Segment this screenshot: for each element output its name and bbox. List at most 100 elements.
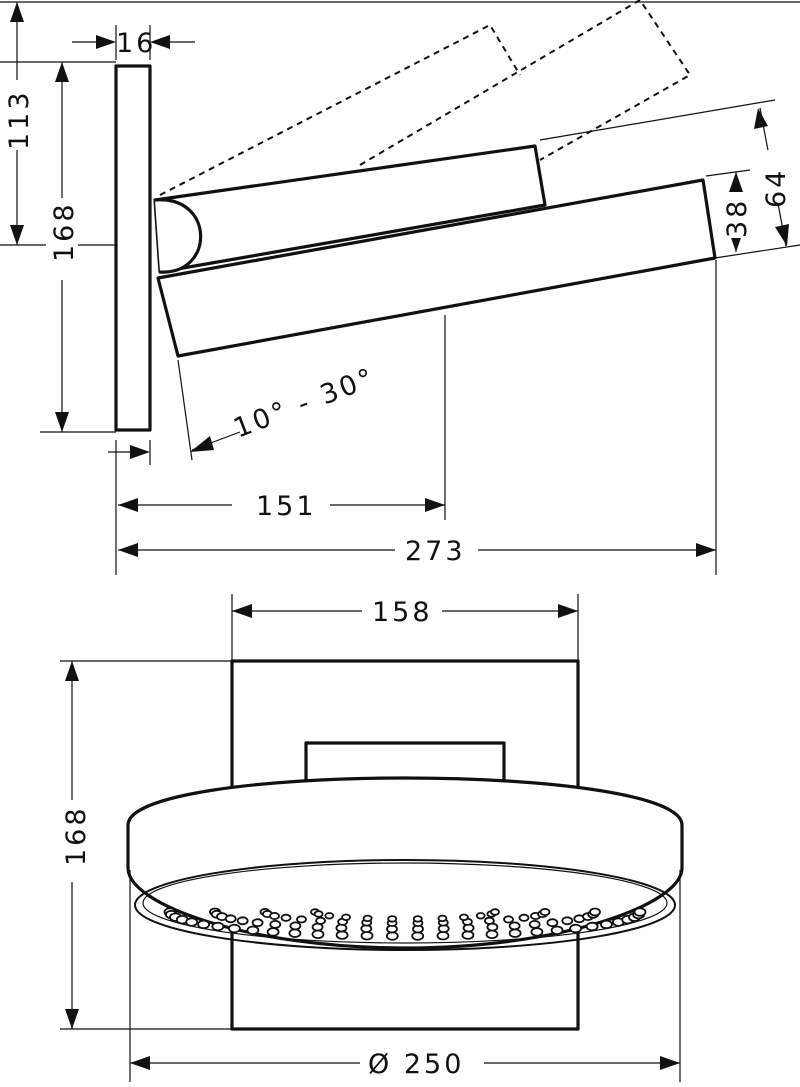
nozzle (508, 928, 522, 938)
nozzle (508, 921, 521, 931)
dim-273-label: 273 (405, 536, 466, 567)
dim-250-arrow-left (130, 1056, 150, 1070)
nozzle (550, 925, 564, 935)
angle-arrow (190, 436, 214, 452)
nozzle (288, 928, 302, 938)
dim-273-arrow-right (696, 543, 716, 557)
ext-line-head-bottom (714, 244, 800, 259)
nozzle (315, 916, 327, 925)
nozzle (311, 929, 325, 939)
dim-168-front-arrow-top (65, 661, 79, 681)
nozzle (539, 908, 551, 917)
nozzle (387, 915, 398, 923)
dim-168-front-arrow-bottom (65, 1009, 79, 1029)
dim-168-front-label: 168 (61, 805, 92, 866)
nozzle (211, 921, 225, 932)
dim-64-arrow-top (754, 108, 768, 129)
nozzle (600, 919, 613, 930)
nozzle (503, 915, 514, 924)
spray-face-inner (142, 862, 668, 944)
dim-16-label: 16 (116, 28, 156, 59)
nozzle (251, 918, 264, 928)
dim-151-arrow-left (118, 498, 138, 512)
spray-face-outer (134, 859, 676, 951)
dim-168-side-gap (46, 198, 78, 280)
dim-168-front-gap (56, 800, 88, 882)
dim-38-gap (724, 192, 748, 238)
nozzle (197, 919, 211, 930)
nozzle (360, 931, 374, 941)
nozzle (518, 913, 530, 922)
nozzle (412, 915, 423, 923)
dim-151-label: 151 (256, 491, 317, 522)
nozzle (280, 913, 292, 922)
nozzle (296, 915, 307, 924)
dim-113-label: 113 (4, 89, 35, 150)
nozzle (362, 914, 373, 923)
nozzle (289, 921, 302, 931)
nozzle (528, 920, 541, 929)
nozzle (530, 927, 544, 937)
dim-16b-arrow (130, 445, 150, 459)
dim-273-arrow-left (118, 543, 138, 557)
dim-64-gap (762, 150, 788, 206)
dim-16-arrow-right (150, 35, 170, 49)
dim-158-label: 158 (372, 597, 433, 628)
dim-113-gap (2, 80, 32, 150)
dim-64-arrow-bottom (775, 224, 789, 246)
dim-168-side-label: 168 (49, 201, 80, 262)
dim-168-side-arrow-bottom (55, 412, 69, 432)
dim-38-label: 38 (722, 198, 753, 238)
nozzle (485, 929, 499, 939)
nozzle (341, 913, 352, 921)
ext-line-head-top (539, 99, 776, 141)
nozzle (246, 925, 260, 935)
dim-151-arrow-right (425, 498, 445, 512)
dim-250-arrow-right (660, 1056, 680, 1070)
dashed-position-outer (359, 0, 692, 166)
dim-168-side-arrow-top (55, 62, 69, 82)
angle-label: 10° - 30° (229, 362, 380, 445)
dim-250-label: Ø 250 (368, 1049, 464, 1080)
nozzle (569, 923, 582, 934)
nozzle (483, 916, 495, 925)
dim-158-arrow-right (558, 604, 578, 618)
arm-joint (154, 198, 203, 274)
nozzle (589, 907, 601, 917)
nozzle (224, 914, 237, 924)
dim-16-arrow-left (96, 35, 116, 49)
nozzle (475, 912, 486, 920)
ext-line-head-mid (705, 169, 751, 177)
nozzle (266, 927, 280, 937)
nozzle (269, 920, 282, 929)
nozzle (436, 931, 450, 941)
nozzle (437, 914, 448, 923)
nozzle (269, 912, 280, 921)
nozzle (324, 912, 335, 920)
wall-plate (114, 64, 152, 432)
spray-nozzles (163, 907, 647, 941)
side-view: 16 113 168 38 64 10° - 30° (0, 0, 800, 575)
dim-158-arrow-left (232, 604, 252, 618)
dashed-position-upper (159, 23, 521, 196)
dim-113-arrow-bottom (10, 225, 24, 245)
nozzle (546, 918, 559, 928)
dim-64-label: 64 (761, 168, 792, 208)
dim-113-arrow-top (10, 2, 24, 22)
nozzle (313, 910, 324, 918)
ext-line-angle (177, 359, 193, 461)
nozzle (227, 923, 241, 934)
nozzle (236, 916, 249, 926)
dim-38-arrow-top (729, 172, 743, 192)
nozzle (561, 916, 574, 926)
nozzle (335, 930, 349, 940)
nozzle (458, 913, 469, 921)
nozzle (461, 930, 475, 940)
nozzle (490, 908, 500, 916)
nozzle (185, 917, 199, 927)
nozzle (585, 921, 599, 932)
front-view: 158 168 Ø 250 (56, 594, 684, 1082)
shower-arm (153, 144, 547, 274)
nozzle (633, 907, 647, 917)
